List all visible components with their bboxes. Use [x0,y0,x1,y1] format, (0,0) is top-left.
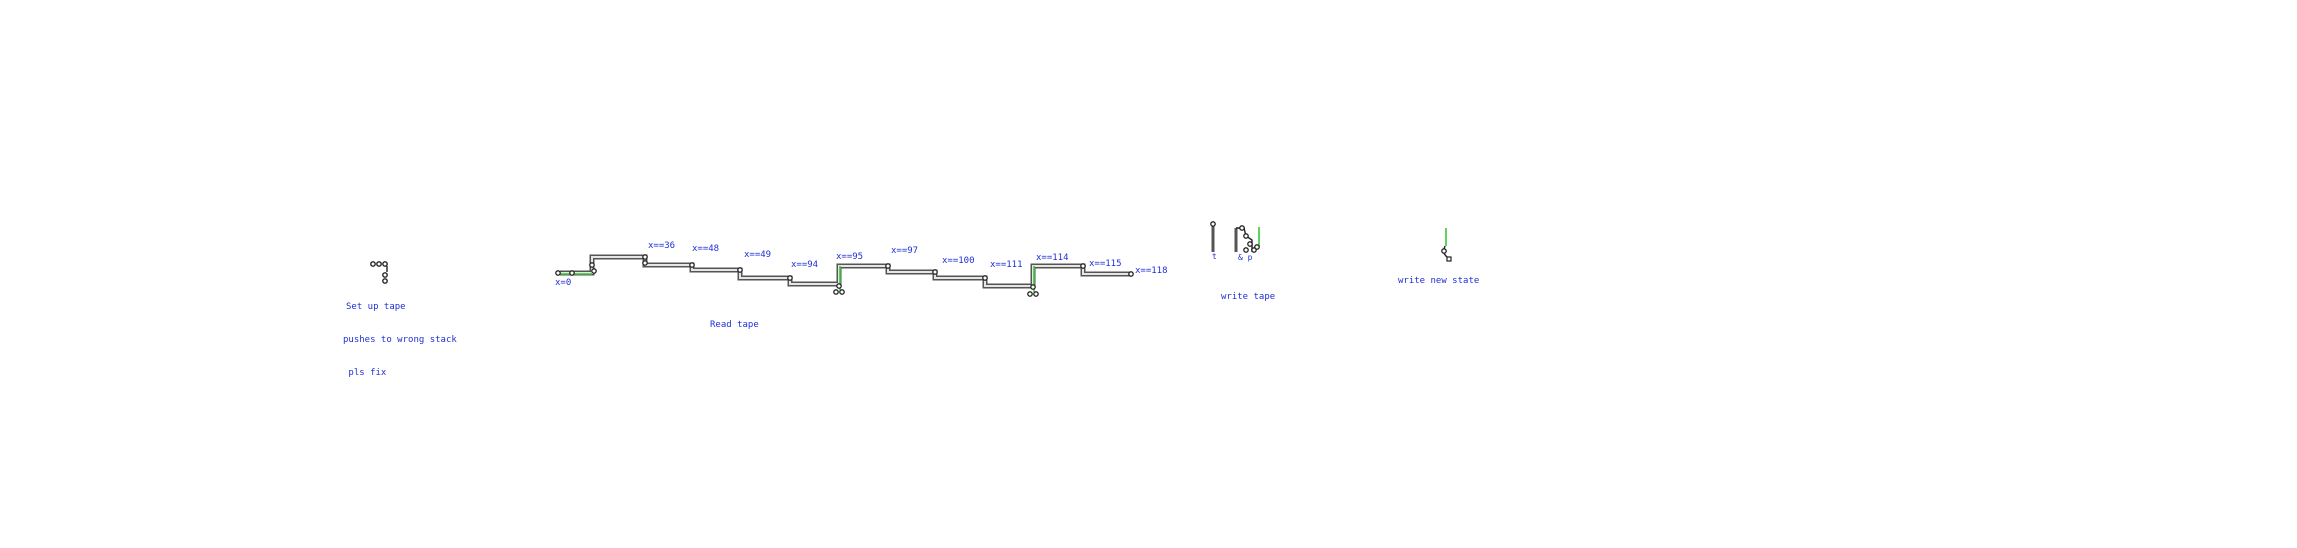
write-tape-gadget [1210,221,1260,253]
read-label-x100: x==100 [942,256,975,266]
write-tape-mark-t: t [1212,252,1217,261]
read-label-x36: x==36 [648,241,676,251]
read-label-x111: x==111 [990,260,1023,270]
setup-note-line-1: Set up tape [346,302,406,312]
read-label-x48: x==48 [692,244,720,254]
setup-tape-note: Set up tape pushes to wrong stack pls fi… [343,280,457,390]
read-label-x114: x==114 [1036,253,1069,263]
read-label-x95: x==95 [836,252,864,262]
read-label-x118: x==118 [1135,266,1168,276]
setup-tape-gadget [370,261,388,284]
read-tape-nodes [555,254,1134,297]
read-label-x0: x=0 [555,278,572,288]
setup-note-line-3: pls fix [343,368,387,378]
read-label-x115: x==115 [1089,259,1122,269]
read-tape-title: Read tape [710,320,759,330]
write-tape-mark-p: & p [1238,253,1253,262]
write-tape-title: write tape [1221,292,1276,302]
setup-note-line-2: pushes to wrong stack [343,335,457,345]
write-state-gadget [1441,228,1452,262]
read-label-x97: x==97 [891,246,919,256]
write-state-title: write new state [1398,276,1480,286]
read-label-x94: x==94 [791,260,819,270]
read-label-x49: x==49 [744,250,772,260]
